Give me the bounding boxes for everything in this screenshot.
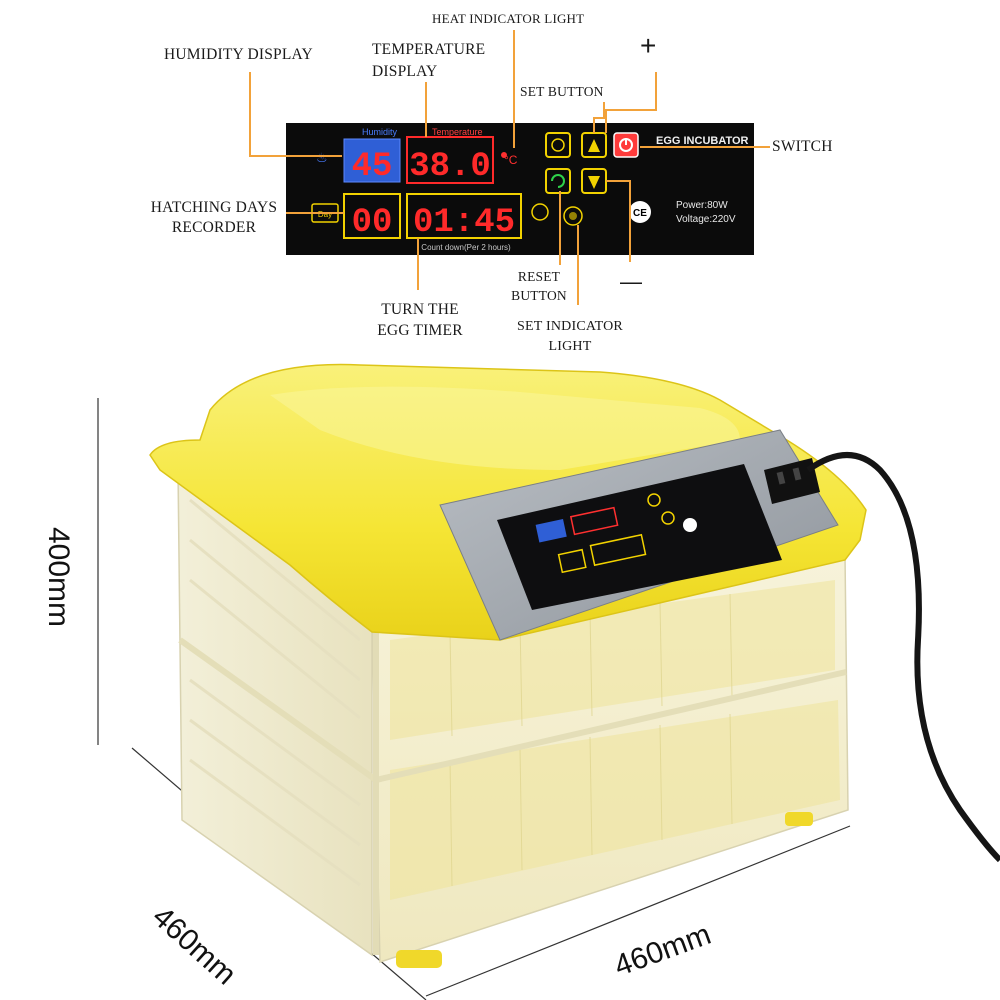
- timer-value: 01:45: [413, 204, 515, 242]
- lid-window: [270, 386, 740, 470]
- hatching-days-value: 00: [352, 204, 393, 242]
- set-indicator-callout-1: SET INDICATOR: [517, 319, 623, 334]
- foot-front: [396, 950, 442, 968]
- humidity-icon: ♨: [316, 150, 328, 165]
- set-icon: [551, 138, 565, 152]
- foot-right: [785, 812, 813, 826]
- humidity-display-callout: HUMIDITY DISPLAY: [164, 46, 313, 63]
- humidity-panel-label: Humidity: [362, 127, 398, 137]
- plus-leader: [605, 72, 657, 133]
- brand-label: EGG INCUBATOR: [656, 135, 749, 147]
- arrow-down-icon: [588, 176, 600, 189]
- hatching-days-callout-1: HATCHING DAYS: [150, 199, 278, 216]
- temperature-display: [406, 136, 494, 184]
- temperature-display-callout-2: DISPLAY: [372, 63, 438, 80]
- hatching-days-callout-2: RECORDER: [171, 219, 257, 236]
- width-dimension-line: [425, 825, 851, 997]
- control-panel-diagram: Humidity Temperature 45 ♨ 38.0 °C Day 00…: [249, 30, 770, 305]
- turn-egg-timer-display: [406, 193, 522, 239]
- set-button[interactable]: [545, 132, 571, 158]
- height-dimension-label: 400mm: [42, 526, 76, 628]
- reset-button-callout-1: RESET: [517, 269, 561, 284]
- hatching-days-display: [343, 193, 401, 239]
- temperature-display-callout-1: TEMPERATURE: [372, 41, 486, 58]
- minus-callout: —: [620, 269, 643, 294]
- reset-button-callout-2: BUTTON: [511, 288, 567, 303]
- temperature-value: 38.0: [409, 148, 491, 186]
- mini-readouts: [535, 493, 697, 574]
- turn-indicator-icon: [531, 203, 549, 221]
- humidity-value: 45: [352, 148, 393, 186]
- power-spec: Power:80W: [676, 200, 728, 211]
- humidity-display: [343, 138, 401, 183]
- set-indicator-callout-2: LIGHT: [548, 339, 592, 354]
- countdown-label: Count down(Per 2 hours): [421, 243, 511, 252]
- power-socket: [764, 458, 820, 504]
- heat-indicator-light: [501, 152, 507, 158]
- reset-icon: [551, 174, 565, 188]
- day-icon-label: Day: [318, 210, 332, 219]
- mini-display: [497, 464, 782, 610]
- reset-button[interactable]: [545, 168, 571, 194]
- ce-label: CE: [633, 208, 647, 219]
- callout-leaders: [249, 30, 770, 305]
- set-indicator-light: [563, 206, 583, 226]
- ce-mark: [629, 201, 651, 223]
- power-cord: [806, 452, 1000, 863]
- turn-egg-callout-1: TURN THE: [381, 301, 459, 318]
- egg-tray-top: [390, 580, 835, 740]
- temperature-panel-label: Temperature: [432, 127, 483, 137]
- voltage-spec: Voltage:220V: [676, 214, 736, 225]
- turn-egg-callout-2: EGG TIMER: [377, 322, 463, 339]
- switch-callout: SWITCH: [772, 138, 833, 155]
- arrow-up-icon: [588, 139, 600, 152]
- plus-callout: +: [640, 30, 657, 61]
- heat-indicator-callout: HEAT INDICATOR LIGHT: [432, 11, 585, 26]
- set-button-callout: SET BUTTON: [520, 84, 604, 99]
- egg-tray-bottom: [390, 700, 840, 900]
- heat-indicator-celsius: °C: [504, 153, 518, 167]
